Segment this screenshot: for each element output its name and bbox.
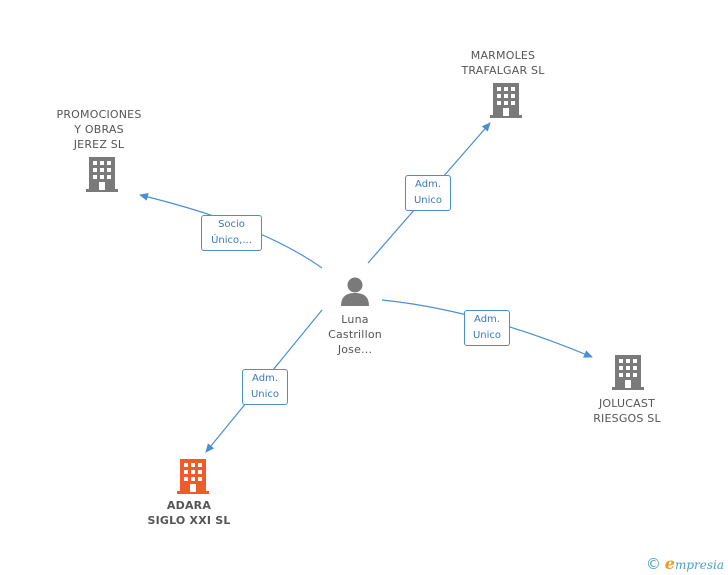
edge-label-line: Unico	[413, 195, 443, 206]
edge-label-line: Adm.	[415, 179, 441, 190]
node-label-jolucast[interactable]: JOLUCAST RIESGOS SL	[572, 396, 682, 426]
edge-label-line: Unico	[472, 330, 502, 341]
edge-label-line: Adm.	[474, 314, 500, 325]
label-line: Jose...	[337, 343, 373, 356]
copyright-icon: ©	[645, 555, 661, 573]
label-line: Castrillon	[328, 328, 382, 341]
label-line: TRAFALGAR SL	[461, 64, 545, 77]
edge-label-jolucast[interactable]: Adm. Unico	[464, 310, 510, 346]
label-line: SIGLO XXI SL	[147, 514, 231, 527]
edge-label-marmoles[interactable]: Adm. Unico	[405, 175, 451, 211]
label-line: ADARA	[166, 499, 212, 512]
building-icon[interactable]	[86, 157, 118, 192]
edge-label-line: Unico	[250, 389, 280, 400]
brand-footer[interactable]: © empresia	[646, 554, 724, 573]
label-line: MARMOLES	[470, 49, 536, 62]
brand-initial: e	[664, 554, 675, 573]
label-line: Luna	[341, 313, 369, 326]
building-icon[interactable]	[612, 355, 644, 390]
node-label-person[interactable]: Luna Castrillon Jose...	[305, 312, 405, 357]
building-icon[interactable]	[490, 83, 522, 118]
label-line: JEREZ SL	[73, 138, 125, 151]
node-label-marmoles[interactable]: MARMOLES TRAFALGAR SL	[448, 48, 558, 78]
label-line: PROMOCIONES	[56, 108, 142, 121]
edge-label-promociones[interactable]: Socio Único,...	[201, 215, 262, 251]
person-icon[interactable]	[340, 277, 370, 306]
brand-logo: empresia	[665, 554, 724, 573]
label-line: Y OBRAS	[74, 123, 124, 136]
edge-label-adara[interactable]: Adm. Unico	[242, 369, 288, 405]
edge-label-line: Adm.	[252, 373, 278, 384]
label-line: JOLUCAST	[598, 397, 656, 410]
edge-label-line: Único,...	[211, 235, 252, 246]
building-icon-highlight[interactable]	[177, 459, 209, 494]
node-label-adara[interactable]: ADARA SIGLO XXI SL	[134, 498, 244, 528]
node-label-promociones[interactable]: PROMOCIONES Y OBRAS JEREZ SL	[44, 107, 154, 152]
brand-rest: mpresia	[674, 558, 724, 572]
label-line: RIESGOS SL	[593, 412, 661, 425]
edge-label-line: Socio	[218, 219, 245, 230]
